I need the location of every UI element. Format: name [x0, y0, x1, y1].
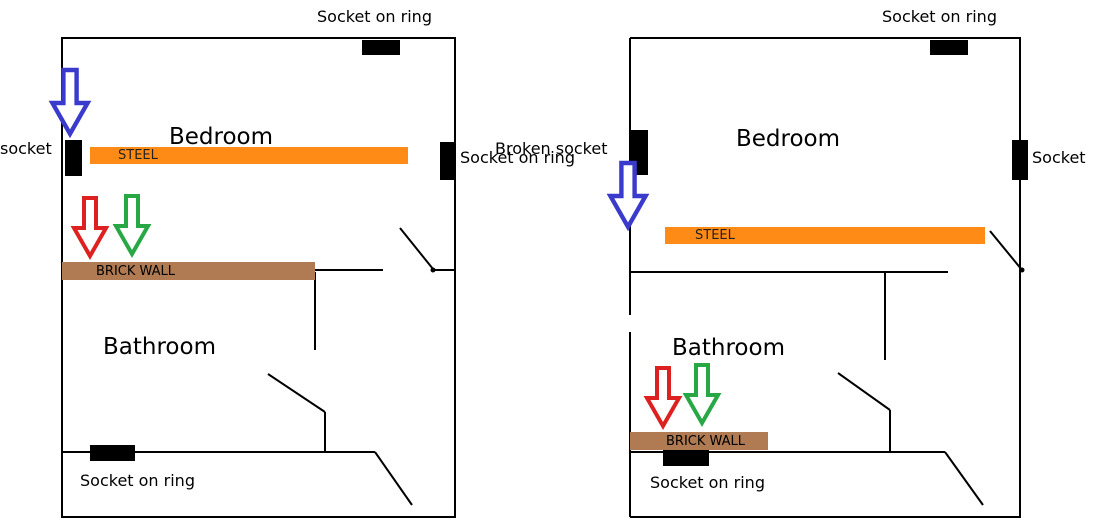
right-brick-label: BRICK WALL	[666, 433, 746, 449]
right-door-hinge-dot	[1019, 267, 1025, 273]
left-top-socket-label: Socket on ring	[317, 7, 432, 26]
left-steel-label: STEEL	[118, 148, 158, 163]
right-wall-socket-label: Broken socket	[495, 139, 608, 158]
right-blue-arrow-icon	[606, 160, 650, 232]
left-bottom-socket	[90, 445, 135, 461]
right-steel-label: STEEL	[695, 228, 735, 243]
right-bottom-socket-label: Socket on ring	[650, 473, 765, 492]
left-bottom-socket-label: Socket on ring	[80, 471, 195, 490]
left-door-hinge-dot	[430, 267, 436, 273]
left-bedroom-label: Bedroom	[169, 124, 274, 150]
left-top-socket	[362, 40, 400, 55]
right-red-arrow-icon	[643, 366, 683, 431]
right-brick-wall: BRICK WALL	[630, 432, 768, 450]
left-wall-socket-label: socket	[0, 139, 52, 158]
left-right-socket	[440, 142, 456, 180]
left-brick-label: BRICK WALL	[96, 263, 176, 279]
left-red-arrow-icon	[70, 196, 110, 261]
right-bedroom-label: Bedroom	[736, 126, 841, 152]
right-green-arrow-icon	[682, 363, 722, 428]
left-steel-beam: STEEL	[90, 147, 408, 164]
right-bottom-socket	[663, 450, 709, 466]
right-top-socket-label: Socket on ring	[882, 7, 997, 26]
left-bathroom-label: Bathroom	[103, 334, 216, 360]
right-right-socket-label: Socket	[1032, 148, 1086, 167]
left-wall-socket	[65, 140, 82, 176]
left-brick-wall: BRICK WALL	[62, 262, 315, 280]
right-right-socket	[1012, 140, 1028, 180]
right-top-socket	[930, 40, 968, 55]
right-bathroom-label: Bathroom	[672, 335, 785, 361]
left-right-socket-label: Socket on ring	[460, 148, 575, 167]
left-green-arrow-icon	[112, 194, 152, 259]
right-steel-beam: STEEL	[665, 227, 985, 244]
left-blue-arrow-icon	[48, 67, 92, 139]
